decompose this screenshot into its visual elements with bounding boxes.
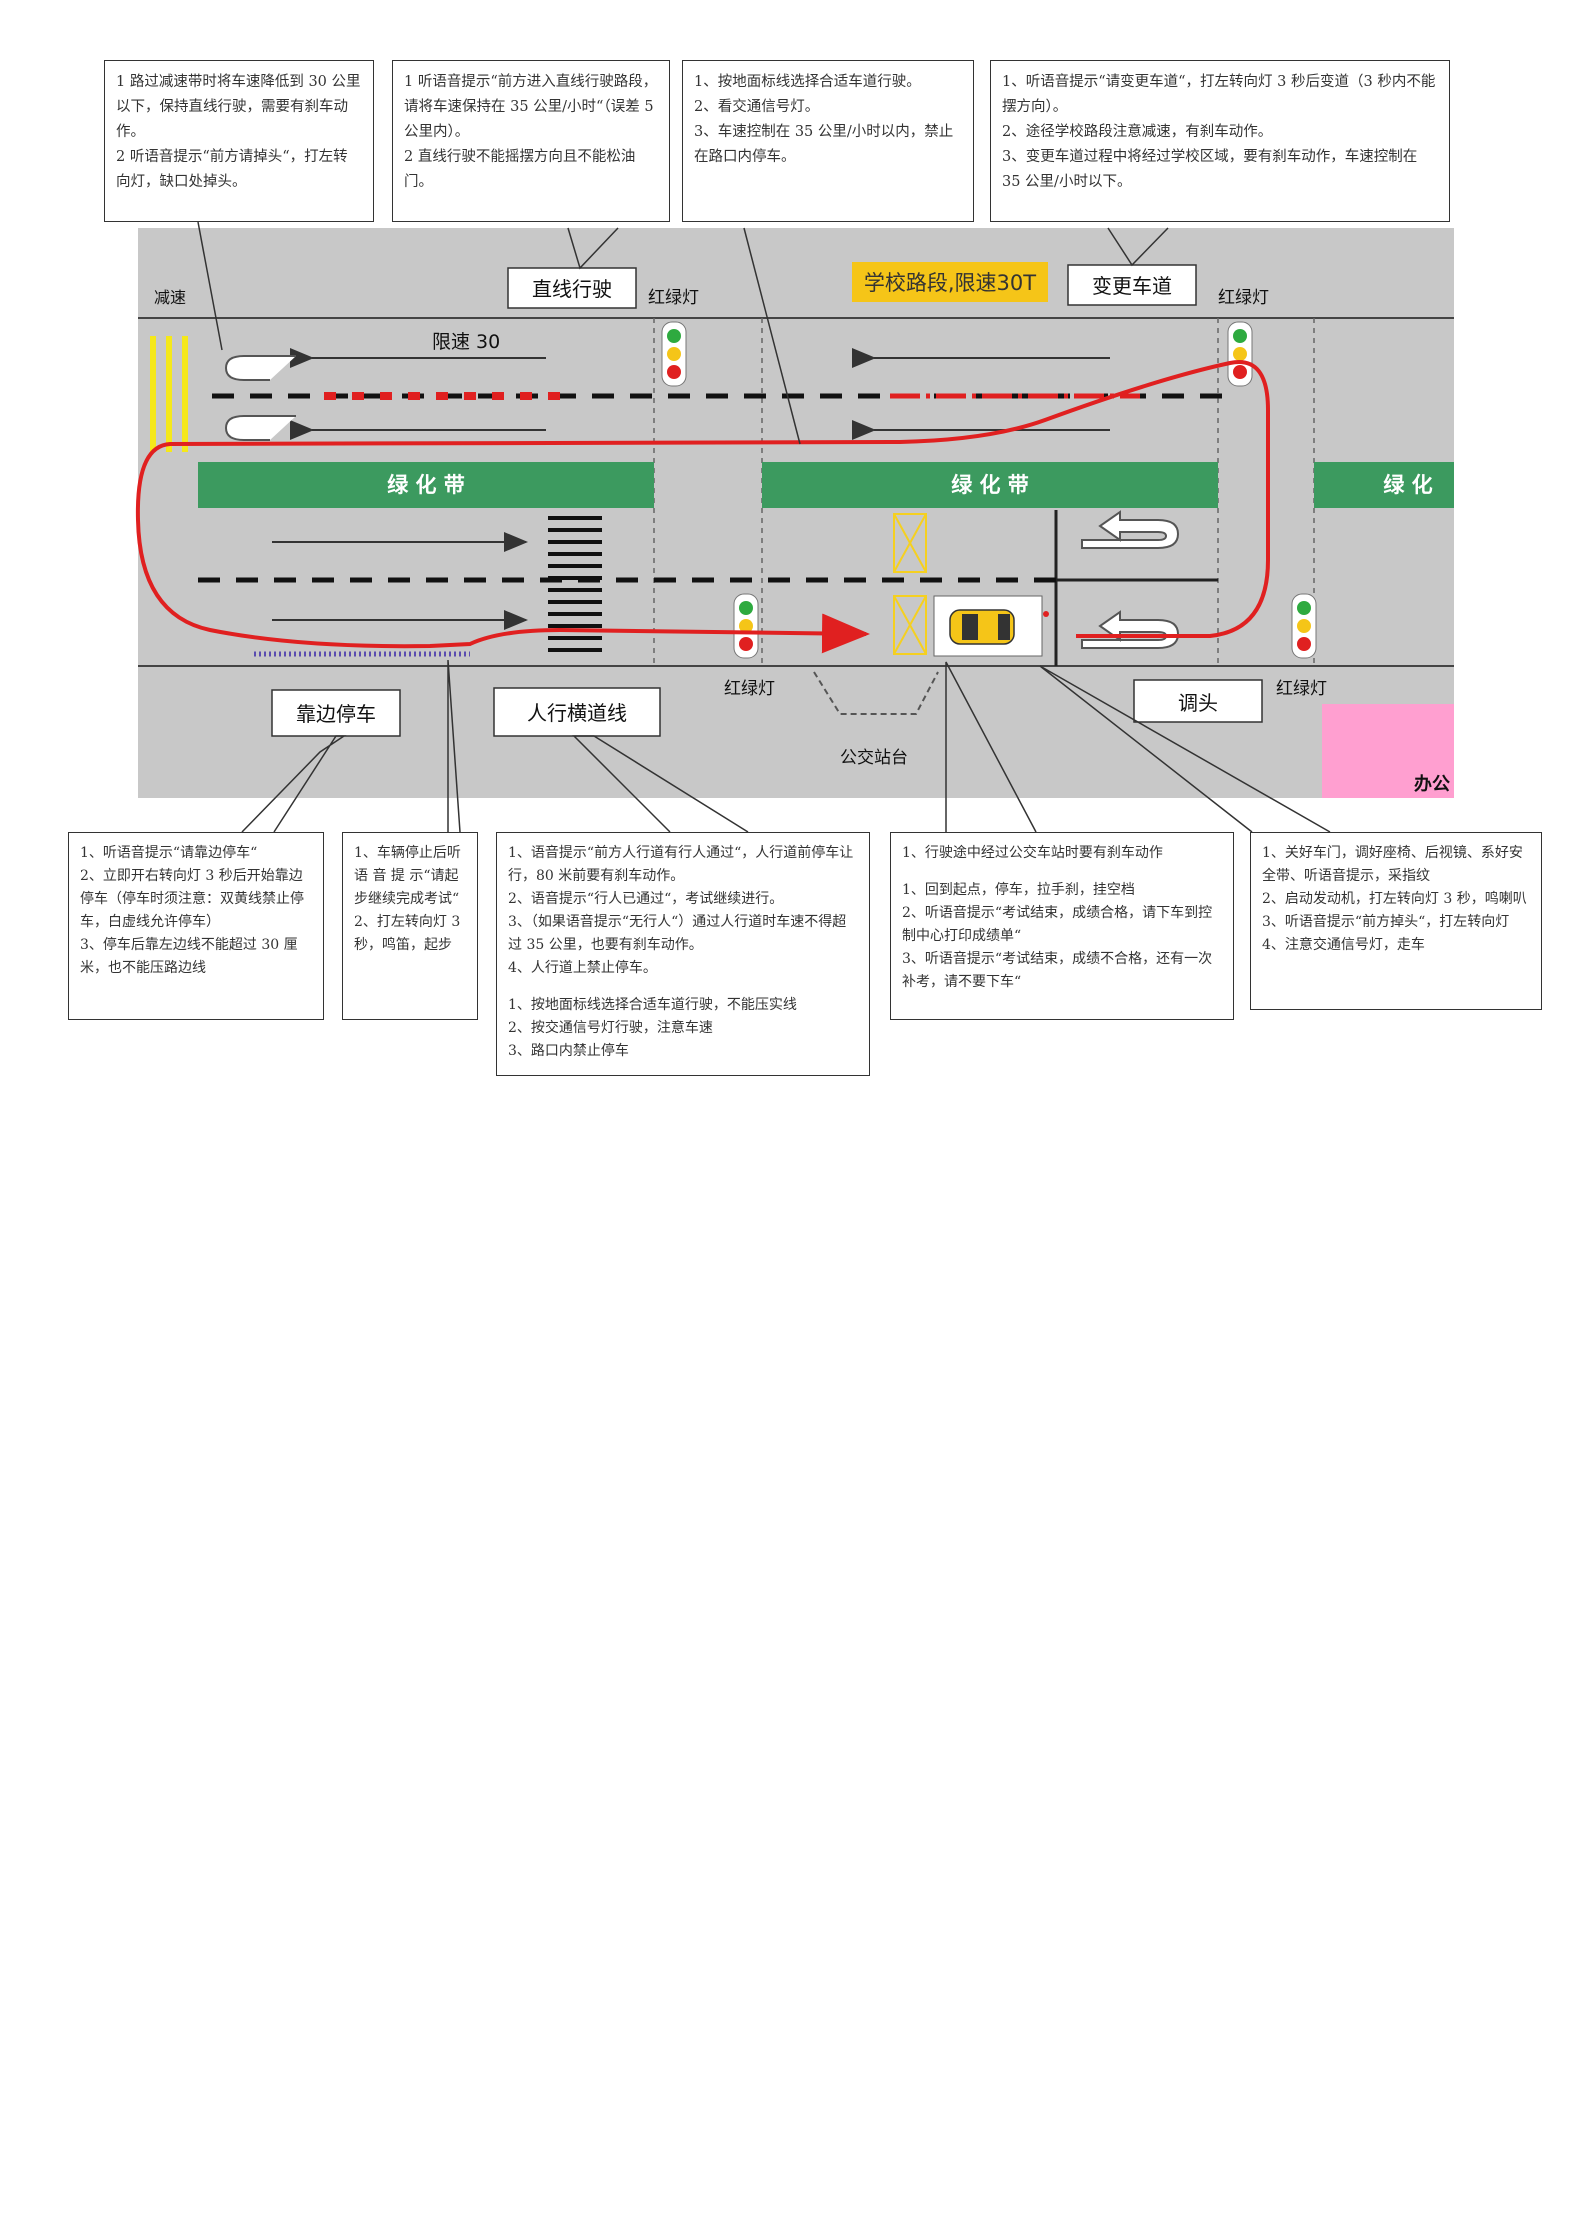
speed-bump-bar — [166, 336, 172, 452]
speed-bump-bar — [150, 336, 156, 452]
note-line: 2、立即开右转向灯 3 秒后开始靠边停车（停车时须注意：双黄线禁止停车，白虚线允… — [80, 868, 304, 930]
uturn-arrow-icon — [1081, 510, 1180, 549]
note-lane-change: 1、听语音提示“请变更车道“，打左转向灯 3 秒后变道（3 秒内不能摆方向）。 … — [990, 60, 1450, 222]
uturn-arrow-icon — [224, 355, 296, 381]
note-line: 3、停车后靠左边线不能超过 30 厘米，也不能压路边线 — [80, 937, 298, 976]
bus-stop-bay — [813, 671, 939, 715]
uturn-arrow-icon — [1081, 610, 1180, 649]
bus-stop-label: 公交站台 — [840, 748, 908, 768]
note-line: 3、路口内禁止停车 — [508, 1043, 629, 1059]
label-lane-change: 变更车道 — [1067, 264, 1197, 306]
note-line: 4、注意交通信号灯，走车 — [1262, 937, 1425, 953]
traffic-light-icon — [661, 321, 687, 387]
label-crosswalk: 人行横道线 — [493, 687, 661, 737]
note-restart: 1、车辆停止后听 语 音 提 示“请起步继续完成考试“ 2、打左转向灯 3 秒，… — [342, 832, 478, 1020]
traffic-light-icon — [733, 593, 759, 659]
svg-text:人行横道线: 人行横道线 — [527, 701, 627, 725]
note-line: 1、回到起点，停车，拉手刹，挂空档 — [902, 882, 1135, 898]
school-zone-sign — [852, 262, 1048, 302]
note-line: 1、听语音提示“请靠边停车“ — [80, 845, 258, 861]
note-line: 2、看交通信号灯。 — [694, 99, 820, 115]
note-line: 2、按交通信号灯行驶，注意车速 — [508, 1020, 713, 1036]
note-pull-over: 1、听语音提示“请靠边停车“ 2、立即开右转向灯 3 秒后开始靠边停车（停车时须… — [68, 832, 324, 1020]
uturn-arrow-icon — [224, 415, 296, 441]
traffic-light-label: 红绿灯 — [1276, 679, 1327, 699]
traffic-light-icon — [1291, 593, 1317, 659]
note-line: 2 听语音提示“前方请掉头“，打左转向灯，缺口处掉头。 — [116, 149, 348, 190]
speed-bump-bar — [182, 336, 188, 452]
note-line: 3、听语音提示“前方掉头“，打左转向灯 — [1262, 914, 1510, 930]
traffic-light-label: 红绿灯 — [724, 679, 775, 699]
note-line: 2、途径学校路段注意减速，有刹车动作。 — [1002, 124, 1273, 140]
note-line: 1、行驶途中经过公交车站时要有刹车动作 — [902, 845, 1163, 861]
label-straight: 直线行驶 — [507, 267, 637, 309]
greenbelt-right — [1314, 462, 1454, 508]
note-line: 1、语音提示“前方人行道有行人通过“，人行道前停车让行，80 米前要有刹车动作。 — [508, 845, 854, 884]
callout-pointers — [197, 221, 1331, 833]
note-line: 3、听语音提示“考试结束，成绩不合格，还有一次补考，请不要下车“ — [902, 951, 1213, 990]
svg-text:调头: 调头 — [1178, 691, 1218, 715]
traffic-light-icon — [1227, 321, 1253, 387]
svg-text:变更车道: 变更车道 — [1092, 274, 1172, 298]
greenbelt-middle — [762, 462, 1218, 508]
greenbelt-label: 绿 化 带 — [387, 473, 465, 497]
note-speed-bump-uturn: 1 路过减速带时将车速降低到 30 公里以下，保持直线行驶，需要有刹车动作。 2… — [104, 60, 374, 222]
note-line: 1、车辆停止后听 语 音 提 示“请起步继续完成考试“ — [354, 845, 466, 907]
note-crosswalk: 1、语音提示“前方人行道有行人通过“，人行道前停车让行，80 米前要有刹车动作。… — [496, 832, 870, 1076]
note-line: 1、听语音提示“请变更车道“，打左转向灯 3 秒后变道（3 秒内不能摆方向）。 — [1002, 74, 1436, 115]
traffic-light-label: 红绿灯 — [1218, 288, 1269, 308]
car-icon — [933, 595, 1049, 657]
greenbelt-left — [198, 462, 654, 508]
svg-text:靠边停车: 靠边停车 — [296, 702, 376, 726]
note-line: 1、按地面标线选择合适车道行驶。 — [694, 74, 921, 90]
route-path — [135, 360, 1270, 654]
speed-limit-marking: 限速 30 — [432, 331, 500, 353]
note-line: 1、按地面标线选择合适车道行驶，不能压实线 — [508, 997, 797, 1013]
no-stop-box — [893, 513, 927, 655]
note-straight-driving: 1 听语音提示“前方进入直线行驶路段，请将车速保持在 35 公里/小时“（误差 … — [392, 60, 670, 222]
note-line: 4、人行道上禁止停车。 — [508, 960, 657, 976]
note-line: 3、变更车道过程中将经过学校区域，要有刹车动作，车速控制在 35 公里/小时以下… — [1002, 149, 1422, 190]
note-line: 3、车速控制在 35 公里/小时以内，禁止在路口内停车。 — [694, 124, 954, 165]
note-line: 2、打左转向灯 3 秒，鸣笛，起步 — [354, 914, 465, 953]
note-line: 2、语音提示“行人已通过“，考试继续进行。 — [508, 891, 784, 907]
note-line: 3、（如果语音提示“无行人“）通过人行道时车速不得超过 35 公里，也要有刹车动… — [508, 914, 847, 953]
office-label: 办公 — [1414, 773, 1450, 795]
note-line: 2、听语音提示“考试结束，成绩合格，请下车到控制中心打印成绩单“ — [902, 905, 1213, 944]
note-bus-stop: 1、行驶途中经过公交车站时要有刹车动作 1、回到起点，停车，拉手刹，挂空档 2、… — [890, 832, 1234, 1020]
office-block — [1322, 704, 1454, 798]
note-line: 1 听语音提示“前方进入直线行驶路段，请将车速保持在 35 公里/小时“（误差 … — [404, 74, 659, 140]
school-zone-text: 学校路段,限速30T — [864, 271, 1036, 295]
note-line: 2 直线行驶不能摇摆方向且不能松油门。 — [404, 149, 636, 190]
note-start: 1、关好车门，调好座椅、后视镜、系好安全带、听语音提示，采指纹 2、启动发动机，… — [1250, 832, 1542, 1010]
greenbelt-label: 绿 化 带 — [951, 473, 1029, 497]
note-line: 2、启动发动机，打左转向灯 3 秒，鸣喇叭 — [1262, 891, 1527, 907]
note-line: 1、关好车门，调好座椅、后视镜、系好安全带、听语音提示，采指纹 — [1262, 845, 1523, 884]
speed-bump-label: 减速 — [154, 288, 186, 307]
greenbelt-label-partial: 绿 化 — [1383, 473, 1432, 497]
note-intersection: 1、按地面标线选择合适车道行驶。 2、看交通信号灯。 3、车速控制在 35 公里… — [682, 60, 974, 222]
note-line: 1 路过减速带时将车速降低到 30 公里以下，保持直线行驶，需要有刹车动作。 — [116, 74, 361, 140]
label-u-turn: 调头 — [1133, 679, 1263, 723]
svg-text:直线行驶: 直线行驶 — [532, 277, 612, 301]
traffic-light-label: 红绿灯 — [648, 288, 699, 308]
label-pull-over: 靠边停车 — [271, 689, 401, 737]
crosswalk-stripes — [548, 516, 602, 652]
